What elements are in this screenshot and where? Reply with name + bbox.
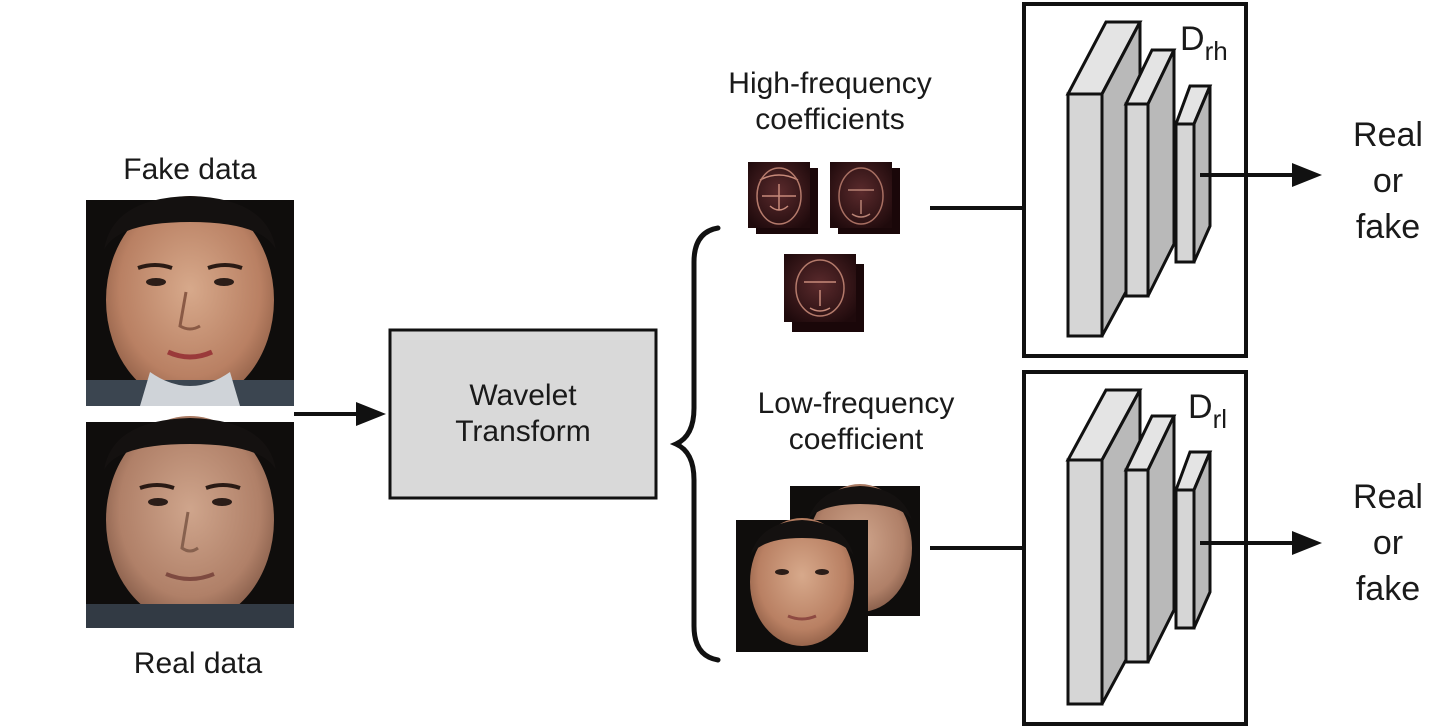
output-low-label: Real or fake bbox=[1336, 474, 1440, 612]
high-frequency-line-1: High-frequency bbox=[728, 67, 932, 100]
low-frequency-discriminator bbox=[1022, 370, 1248, 726]
low-frequency-line-1: Low-frequency bbox=[757, 387, 955, 420]
output-high-line-1: Real bbox=[1353, 116, 1423, 154]
arrow-to-wavelet bbox=[294, 402, 386, 426]
low-frequency-coefficient-images bbox=[736, 484, 920, 652]
discriminator-low-label: Drl bbox=[1188, 388, 1227, 435]
wavelet-line-2: Transform bbox=[455, 415, 591, 448]
output-high-line-2: or bbox=[1372, 162, 1404, 200]
wavelet-transform-label: Wavelet Transform bbox=[390, 378, 656, 450]
wavelet-line-1: Wavelet bbox=[469, 379, 577, 412]
output-low-line-2: or bbox=[1372, 524, 1404, 562]
output-high-line-3: fake bbox=[1355, 208, 1421, 246]
high-frequency-label: High-frequency coefficients bbox=[680, 66, 980, 138]
discriminator-low-base: D bbox=[1188, 388, 1213, 426]
output-low-line-3: fake bbox=[1355, 570, 1421, 608]
real-face-image bbox=[86, 416, 294, 628]
real-data-label: Real data bbox=[133, 647, 263, 680]
fake-data-label: Fake data bbox=[123, 153, 257, 186]
fake-face-image bbox=[86, 196, 294, 406]
split-brace-icon bbox=[669, 225, 721, 663]
discriminator-low-sub: rl bbox=[1212, 404, 1227, 434]
discriminator-high-label: Drh bbox=[1180, 20, 1228, 67]
high-frequency-discriminator bbox=[1022, 2, 1248, 358]
discriminator-high-base: D bbox=[1180, 20, 1205, 58]
discriminator-high-sub: rh bbox=[1204, 36, 1228, 66]
arrow-high-output bbox=[1200, 163, 1322, 187]
output-low-line-1: Real bbox=[1353, 478, 1423, 516]
arrow-low-output bbox=[1200, 531, 1322, 555]
output-high-label: Real or fake bbox=[1336, 112, 1440, 250]
wavelet-transform-box bbox=[388, 328, 658, 500]
high-frequency-coefficient-images bbox=[748, 162, 900, 332]
low-frequency-label: Low-frequency coefficient bbox=[706, 386, 1006, 458]
high-frequency-line-2: coefficients bbox=[755, 103, 905, 136]
low-frequency-line-2: coefficient bbox=[788, 423, 924, 456]
